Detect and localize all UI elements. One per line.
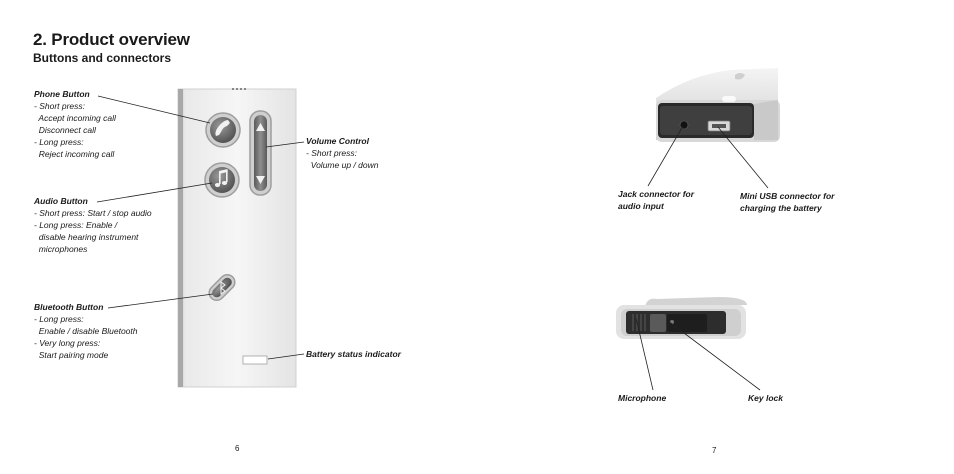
bluetooth-line-4: Start pairing mode xyxy=(34,350,109,360)
bluetooth-icon xyxy=(220,281,226,295)
battery-leader-line xyxy=(267,353,305,360)
phone-line-2: Accept incoming call xyxy=(34,113,116,123)
microphone-leader-line xyxy=(635,317,654,391)
phone-line-5: Reject incoming call xyxy=(34,149,115,159)
key-lock-slider xyxy=(650,314,666,332)
phone-button-callout: Phone Button - Short press: Accept incom… xyxy=(34,88,116,160)
volume-line-2: Volume up / down xyxy=(306,160,379,170)
device-connector-end-photo xyxy=(656,68,780,142)
phone-button-heading: Phone Button xyxy=(34,89,90,99)
right-leader-lines xyxy=(635,125,769,391)
audio-button-callout: Audio Button - Short press: Start / stop… xyxy=(34,195,152,255)
bluetooth-button[interactable] xyxy=(206,272,238,304)
device-body xyxy=(177,88,297,388)
microphone-label: Microphone xyxy=(618,393,667,403)
audio-button[interactable] xyxy=(204,162,240,198)
device-front-view xyxy=(177,88,297,388)
jack-leader-line xyxy=(647,125,684,187)
triangle-up-icon xyxy=(256,123,265,131)
volume-control[interactable] xyxy=(249,110,272,196)
volume-control-heading: Volume Control xyxy=(306,136,369,146)
phone-line-3: Disconnect call xyxy=(34,125,96,135)
volume-control-callout: Volume Control - Short press: Volume up … xyxy=(306,135,378,171)
usb-leader-line xyxy=(717,126,769,189)
audio-button-heading: Audio Button xyxy=(34,196,88,206)
bluetooth-line-3: - Very long press: xyxy=(34,338,101,348)
device-left-edge-shadow xyxy=(178,89,183,387)
audio-line-1: - Short press: Start / stop audio xyxy=(34,208,152,218)
audio-line-3: disable hearing instrument xyxy=(34,232,139,242)
battery-status-label: Battery status indicator xyxy=(306,349,401,359)
phone-line-1: - Short press: xyxy=(34,101,86,111)
audio-line-2: - Long press: Enable / xyxy=(34,220,118,230)
jack-connector xyxy=(679,120,689,130)
key-lock-leader-line xyxy=(667,320,761,391)
right-page-number: 7 xyxy=(712,446,717,455)
jack-connector-label: Jack connector for audio input xyxy=(618,189,695,211)
microphone-grill xyxy=(632,314,646,331)
phone-handset-icon xyxy=(215,120,230,136)
bluetooth-line-2: Enable / disable Bluetooth xyxy=(34,326,138,336)
key-lock-label: Key lock xyxy=(748,393,783,403)
triangle-down-icon xyxy=(256,176,265,184)
page-title: 2. Product overview xyxy=(33,30,190,49)
bluetooth-line-1: - Long press: xyxy=(34,314,84,324)
battery-status-indicator xyxy=(242,355,268,365)
music-note-icon xyxy=(214,169,228,187)
volume-line-1: - Short press: xyxy=(306,148,358,158)
left-page-number: 6 xyxy=(235,444,240,453)
audio-line-4: microphones xyxy=(34,244,88,254)
mini-usb-label: Mini USB connector for charging the batt… xyxy=(740,191,835,213)
mini-usb-connector xyxy=(707,120,731,132)
bluetooth-button-heading: Bluetooth Button xyxy=(34,302,104,312)
device-top-vent xyxy=(232,88,246,90)
device-side-photo xyxy=(616,297,747,339)
phone-line-4: - Long press: xyxy=(34,137,84,147)
page-subtitle: Buttons and connectors xyxy=(33,51,172,65)
volume-leader-line xyxy=(265,141,305,148)
phone-button[interactable] xyxy=(205,112,241,148)
bluetooth-button-callout: Bluetooth Button - Long press: Enable / … xyxy=(34,301,138,361)
